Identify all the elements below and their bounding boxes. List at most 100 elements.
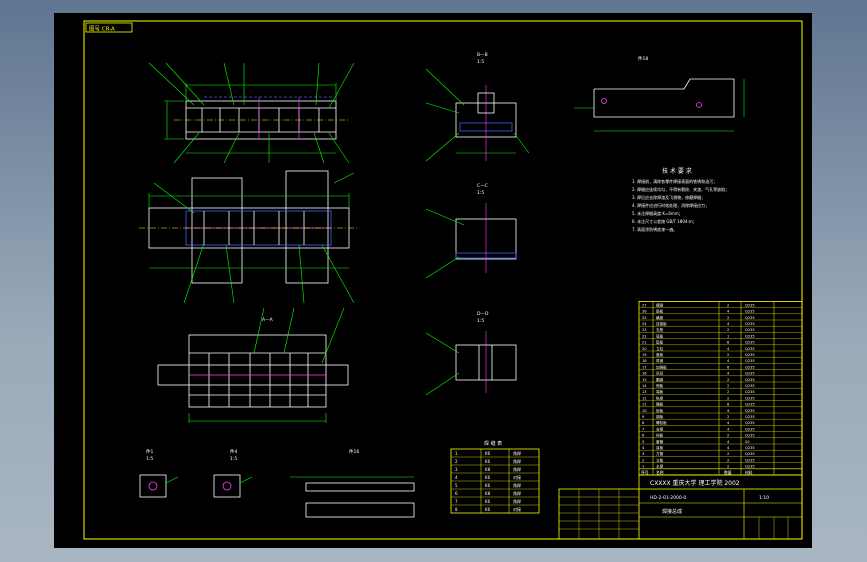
weld-cell: K6 bbox=[485, 459, 491, 464]
scale-label-1: 1:5 bbox=[146, 456, 153, 462]
weld-cell: K6 bbox=[485, 499, 491, 504]
bom-cell: 5 bbox=[642, 440, 644, 444]
part-name: 焊接总成 bbox=[662, 508, 682, 515]
tech-item: 7. 表面涂防锈底漆一遍。 bbox=[632, 226, 677, 232]
part-label-4: 件4 bbox=[230, 448, 237, 455]
weld-cell: 4 bbox=[455, 475, 458, 480]
weld-cell: 2 bbox=[455, 459, 458, 464]
bom-cell: 连接板 bbox=[656, 321, 667, 326]
drawing-number: HD-2-01-2000-0 bbox=[650, 495, 686, 501]
detail-views bbox=[139, 474, 415, 518]
bom-cell: 底板 bbox=[656, 333, 664, 338]
bom-cell: 加强板 bbox=[656, 364, 667, 369]
weld-cell: 对接 bbox=[513, 506, 521, 512]
scale-label-c: 1:5 bbox=[477, 190, 484, 196]
bom-cell: 2 bbox=[727, 353, 729, 357]
scale-label-b: 1:5 bbox=[477, 59, 484, 65]
section-label-c: C—C bbox=[477, 183, 488, 189]
bom-cell: 2 bbox=[727, 384, 729, 388]
bom-cell: Q235 bbox=[745, 372, 755, 376]
bom-cell: 20 bbox=[745, 440, 750, 444]
bom-cell: 立板 bbox=[656, 457, 664, 462]
bom-header-cell: 序号 bbox=[641, 470, 649, 475]
bom-cell: 12 bbox=[642, 396, 647, 400]
section-label-a: A—A bbox=[262, 317, 274, 323]
bom-cell: 挡板 bbox=[656, 433, 664, 438]
part-label-1: 件1 bbox=[146, 448, 153, 455]
bom-cell: Q235 bbox=[745, 458, 755, 462]
weld-cell: 角焊 bbox=[513, 458, 521, 464]
bom-cell: 肋板 bbox=[656, 408, 664, 413]
school-name: CXXXX 重庆大学 理工学院 2002 bbox=[650, 479, 740, 487]
drawing-sheet[interactable]: 图号 CR-A bbox=[54, 13, 812, 548]
weld-cell: K8 bbox=[485, 491, 491, 496]
scale-label-4: 1:5 bbox=[230, 456, 237, 462]
weld-cell: 3 bbox=[455, 467, 458, 472]
bom-cell: 4 bbox=[727, 409, 730, 413]
weld-cell: 6 bbox=[455, 491, 458, 496]
section-label-b: B—B bbox=[477, 52, 488, 58]
bom-cell: Q235 bbox=[745, 446, 755, 450]
bom-cell: 钢板 bbox=[656, 414, 664, 419]
bom-cell: Q235 bbox=[745, 421, 755, 425]
weld-cell: K8 bbox=[485, 467, 491, 472]
weld-cell: K6 bbox=[485, 483, 491, 488]
tech-item: 5. 未注焊缝高度 K=6mm； bbox=[632, 210, 683, 216]
bom-cell: 27 bbox=[642, 303, 647, 307]
elevation-view-top bbox=[148, 62, 355, 164]
bom-cell: 主梁 bbox=[656, 464, 664, 469]
bom-cell: Q235 bbox=[745, 353, 755, 357]
bom-cell: Q235 bbox=[745, 328, 755, 332]
bom-cell: Q235 bbox=[745, 409, 755, 413]
bom-cell: Q235 bbox=[745, 390, 755, 394]
bom-cell: 7 bbox=[642, 427, 644, 431]
bom-cell: 1 bbox=[727, 334, 729, 338]
bom-cell: 吊耳 bbox=[656, 371, 664, 376]
bom-cell: 圆钢 bbox=[656, 377, 664, 382]
bom-cell: 11 bbox=[642, 403, 647, 407]
tech-item: 3. 焊后应去除焊渣及飞溅物，修磨焊缝； bbox=[632, 194, 705, 200]
bom-cell: 23 bbox=[642, 328, 647, 332]
bom-cell: Q235 bbox=[745, 384, 755, 388]
bom-cell: 17 bbox=[642, 365, 647, 369]
bom-cell: 22 bbox=[642, 334, 647, 338]
weld-cell: K6 bbox=[485, 451, 491, 456]
bom-cell: 支座 bbox=[656, 327, 664, 332]
bom-cell: Q235 bbox=[745, 434, 755, 438]
bom-cell: Q235 bbox=[745, 303, 755, 307]
weld-cell: 对接 bbox=[513, 474, 521, 480]
tech-item: 6. 未注尺寸公差按 GB/T 1804-m； bbox=[632, 218, 697, 224]
bom-cell: 2 bbox=[727, 434, 729, 438]
bom-cell: 10 bbox=[642, 409, 647, 413]
weld-cell: 角焊 bbox=[513, 450, 521, 456]
bom-cell: 9 bbox=[642, 415, 645, 419]
bom-cell: 2 bbox=[727, 415, 729, 419]
bom-cell: Q235 bbox=[745, 403, 755, 407]
bom-cell: 2 bbox=[727, 316, 729, 320]
bom-cell: Q235 bbox=[745, 341, 755, 345]
section-d bbox=[425, 331, 517, 396]
sheet-border bbox=[83, 20, 803, 540]
drawing-canvas[interactable]: 图号 CR-A bbox=[54, 13, 812, 548]
bom-cell: 垫板 bbox=[656, 340, 664, 345]
bom-cell: 6 bbox=[727, 365, 730, 369]
bom-header-cell: 数量 bbox=[724, 470, 732, 475]
bom-cell: 4 bbox=[727, 372, 730, 376]
scale-label-d: 1:5 bbox=[477, 318, 484, 324]
corner-tag: 图号 CR-A bbox=[89, 25, 115, 33]
weld-cell: 5 bbox=[455, 483, 458, 488]
bom-cell: 横梁 bbox=[656, 315, 664, 320]
bom-cell: 4 bbox=[727, 359, 730, 363]
bom-cell: Q235 bbox=[745, 396, 755, 400]
weld-cell: 角焊 bbox=[513, 482, 521, 488]
tech-item: 4. 焊接件应进行时效处理，消除焊接应力； bbox=[632, 202, 709, 208]
part-label-16: 件16 bbox=[349, 448, 359, 455]
bom-cell: Q235 bbox=[745, 452, 755, 456]
weld-cell: K6 bbox=[485, 475, 491, 480]
tech-requirements: 技 术 要 求 1. 焊接前，清除各零件焊接表面的铁锈和油污；2. 焊缝应连续均… bbox=[632, 167, 729, 232]
bom-cell: 立柱 bbox=[656, 346, 664, 351]
bom-cell: 4 bbox=[727, 446, 730, 450]
weld-table-title: 焊 缝 表 bbox=[484, 440, 502, 447]
